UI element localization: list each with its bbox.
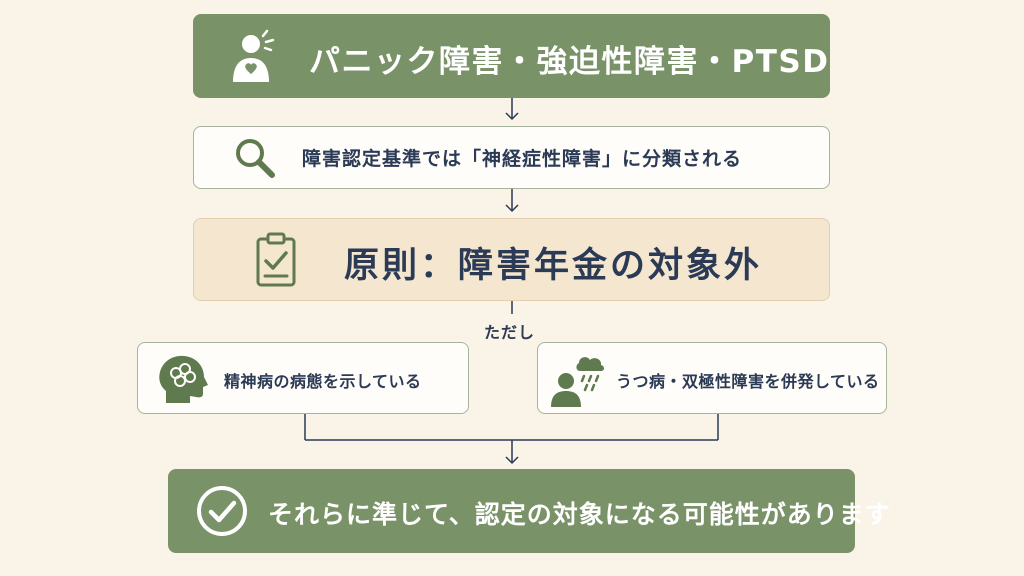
node-condition-left-text: 精神病の病態を示している xyxy=(224,372,422,391)
person-raincloud-icon xyxy=(551,357,604,407)
node-condition-right-text: うつ病・双極性障害を併発している xyxy=(616,372,880,391)
node-principle: 原則：障害年金の対象外 xyxy=(193,218,830,301)
node-conclusion-text: それらに準じて、認定の対象になる可能性があります xyxy=(268,500,891,529)
arrowhead-1 xyxy=(505,112,519,121)
person-heart-icon xyxy=(233,29,275,82)
magnifier-icon xyxy=(236,139,275,178)
node-condition-left: 精神病の病態を示している xyxy=(137,342,469,414)
node-principle-text: 原則：障害年金の対象外 xyxy=(344,246,763,286)
arrowhead-3 xyxy=(505,456,519,465)
node-classification-text: 障害認定基準では「神経症性障害」に分類される xyxy=(302,148,743,170)
node-top-conditions: パニック障害・強迫性障害・PTSD xyxy=(193,14,830,98)
arrowhead-2 xyxy=(505,204,519,213)
clipboard-check-icon xyxy=(256,232,296,287)
node-classification: 障害認定基準では「神経症性障害」に分類される xyxy=(193,126,830,189)
node-condition-right: うつ病・双極性障害を併発している xyxy=(537,342,887,414)
check-circle-icon xyxy=(197,486,247,536)
node-conclusion: それらに準じて、認定の対象になる可能性があります xyxy=(168,469,890,553)
node-top-text: パニック障害・強迫性障害・PTSD xyxy=(309,44,830,80)
head-brain-icon xyxy=(159,355,208,403)
exception-label: ただし xyxy=(484,323,536,342)
